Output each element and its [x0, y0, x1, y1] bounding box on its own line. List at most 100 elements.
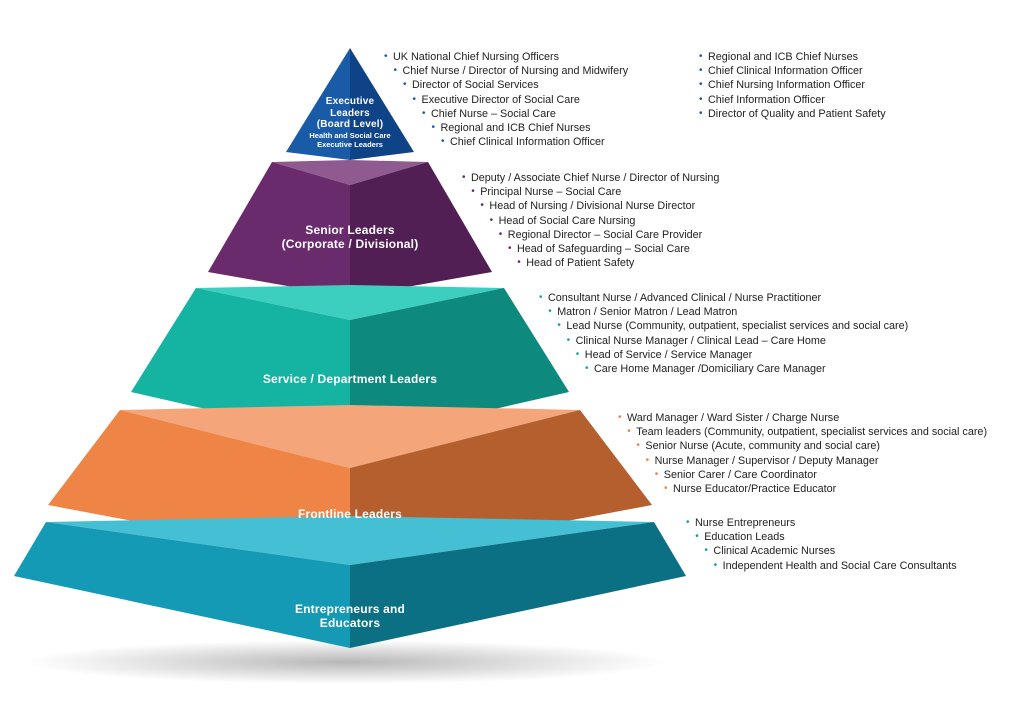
bullet-dot-icon: • [498, 228, 503, 240]
role-item: • Matron / Senior Matron / Lead Matron [548, 305, 908, 319]
role-text: Nurse Manager / Supervisor / Deputy Mana… [654, 454, 879, 467]
entrepreneurs-role-list: •Nurse Entrepreneurs•Education Leads•Cli… [686, 516, 957, 573]
role-text: Regional and ICB Chief Nurses [440, 121, 591, 134]
role-item: •Chief Nurse – Social Care [422, 107, 628, 121]
role-item: •Chief Nurse / Director of Nursing and M… [394, 64, 629, 78]
role-item: •Clinical Academic Nurses [704, 544, 956, 558]
role-text: Director of Social Services [412, 79, 539, 92]
bullet-dot-icon: • [403, 79, 407, 91]
role-item: •Senior Nurse (Acute, community and soci… [636, 439, 987, 453]
bullet-dot-icon: • [699, 65, 703, 77]
bullet-dot-icon: • [654, 468, 659, 480]
bullet-dot-icon: • [539, 292, 543, 303]
executive-title-line-3: (Board Level) [316, 118, 384, 130]
executive-title-line-2: Leaders [330, 107, 370, 119]
bullet-dot-icon: • [431, 121, 436, 133]
senior-tier-right-face [350, 162, 492, 297]
bullet-dot-icon: • [412, 93, 417, 105]
bullet-dot-icon: • [517, 257, 521, 269]
bullet-dot-icon: • [695, 531, 699, 543]
senior-tier-left-face [208, 162, 350, 297]
role-text: Regional Director – Social Care Provider [507, 228, 703, 241]
role-text: Team leaders (Community, outpatient, spe… [636, 426, 988, 439]
executive-subtitle-line-1: Health and Social Care [309, 130, 391, 140]
role-item: • Head of Patient Safety [517, 256, 719, 270]
bullet-dot-icon: • [713, 559, 718, 571]
senior-title-line-1: Senior Leaders [305, 223, 395, 238]
role-text: UK National Chief Nursing Officers [393, 51, 560, 63]
service-tier-right-face [350, 288, 569, 442]
bullet-dot-icon: • [566, 334, 571, 346]
role-item: •Ward Manager / Ward Sister / Charge Nur… [618, 411, 987, 425]
role-text: Independent Health and Social Care Consu… [722, 559, 957, 572]
role-text: Head of Social Care Nursing [498, 214, 636, 227]
role-text: Education Leads [704, 531, 785, 544]
bullet-dot-icon: • [699, 79, 703, 91]
senior-role-list: • Deputy / Associate Chief Nurse / Direct… [462, 171, 720, 270]
role-item: •Senior Carer / Care Coordinator [655, 468, 987, 482]
role-text: Regional and ICB Chief Nurses [708, 51, 859, 63]
role-item: • Clinical Nurse Manager / Clinical Lead … [567, 334, 909, 348]
role-item: • Executive Director of Social Care [413, 93, 629, 107]
role-text: Clinical Academic Nurses [713, 545, 836, 558]
role-text: Ward Manager / Ward Sister / Charge Nurs… [627, 412, 840, 424]
entrepreneurs-tier-left-face [14, 522, 350, 648]
role-item: •Head of Social Care Nursing [490, 214, 720, 228]
bullet-dot-icon: • [645, 454, 650, 466]
executive-role-list: •UK National Chief Nursing Officers•Chie… [384, 50, 629, 149]
frontline-tier-top-face [120, 405, 580, 468]
role-text: Care Home Manager /Domiciliary Care Mana… [594, 362, 826, 375]
role-text: Head of Patient Safety [526, 257, 635, 270]
role-text: Clinical Nurse Manager / Clinical Lead –… [575, 334, 826, 347]
bullet-dot-icon: • [422, 107, 426, 119]
role-item: •Chief Clinical Information Officer [441, 135, 628, 149]
role-text: Chief Information Officer [708, 93, 825, 106]
role-text: Nurse Educator/Practice Educator [673, 482, 837, 495]
role-text: Executive Director of Social Care [421, 93, 580, 106]
executive-tier-right-face [350, 48, 414, 160]
role-item: •Head of Nursing / Divisional Nurse Dire… [480, 199, 719, 213]
role-item: • Deputy / Associate Chief Nurse / Direct… [462, 171, 720, 185]
role-text: Head of Service / Service Manager [584, 348, 753, 361]
role-text: Head of Nursing / Divisional Nurse Direc… [489, 200, 696, 213]
tier-label-frontline: Frontline Leaders [298, 507, 402, 522]
bullet-dot-icon: • [384, 51, 388, 62]
senior-title-line-2: (Corporate / Divisional) [281, 237, 419, 251]
bullet-dot-icon: • [636, 440, 640, 452]
executive-role-list-secondary: • Regional and ICB Chief Nurses • Chief Cli… [699, 50, 886, 121]
executive-subtitle-line-2: Executive Leaders [317, 139, 383, 149]
role-text: Chief Nursing Information Officer [708, 79, 866, 92]
bullet-dot-icon: • [585, 362, 589, 374]
bullet-dot-icon: • [548, 306, 552, 318]
role-text: Matron / Senior Matron / Lead Matron [557, 306, 738, 319]
executive-tier-left-face [286, 48, 350, 160]
role-item: • Regional and ICB Chief Nurses [699, 50, 886, 64]
bullet-dot-icon: • [699, 51, 703, 62]
role-item: • UK National Chief Nursing Officers [384, 50, 628, 64]
entrepreneurs-title-line-2: Educators [319, 616, 381, 630]
bullet-dot-icon: • [441, 136, 445, 148]
role-text: Chief Nurse / Director of Nursing and Mi… [402, 65, 629, 78]
executive-title-line-1: Executive [325, 95, 375, 107]
bullet-dot-icon: • [699, 93, 703, 105]
role-item: • Education Leads [695, 530, 957, 544]
role-text: Deputy / Associate Chief Nurse / Directo… [471, 172, 720, 184]
bullet-dot-icon: • [664, 482, 668, 494]
service-tier-left-face [131, 288, 350, 442]
role-text: Chief Clinical Information Officer [708, 65, 863, 78]
bullet-dot-icon: • [508, 242, 512, 254]
bullet-dot-icon: • [575, 348, 580, 360]
entrepreneurs-tier-right-face [350, 522, 686, 648]
role-text: Lead Nurse (Community, outpatient, speci… [566, 320, 909, 333]
frontline-role-list: • Ward Manager / Ward Sister / Charge Nur… [618, 411, 988, 496]
service-tier-top-face [196, 285, 504, 320]
role-item: • Nurse Manager / Supervisor / Deputy Man… [646, 454, 987, 468]
bullet-dot-icon: • [462, 172, 466, 183]
role-text: Nurse Entrepreneurs [695, 517, 796, 529]
role-item: •Director of Quality and Patient Safety [699, 107, 886, 121]
role-item: • Regional Director – Social Care Provide… [499, 228, 720, 242]
role-item: • Chief Clinical Information Officer [699, 64, 886, 78]
role-item: •Nurse Entrepreneurs [686, 516, 957, 530]
entrepreneurs-title-line-1: Entrepreneurs and [294, 602, 406, 617]
